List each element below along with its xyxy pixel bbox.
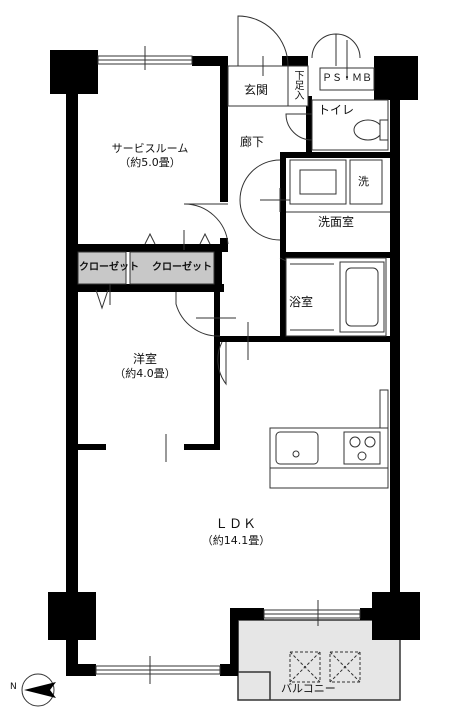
compass-label: N — [10, 682, 17, 692]
entrance-label: 玄関 — [244, 83, 269, 97]
ldk-label: ＬＤＫ — [214, 517, 258, 532]
washer-label: 洗 — [358, 175, 369, 188]
bathroom-label: 浴室 — [289, 295, 314, 309]
compass-icon — [21, 673, 56, 707]
hallway-label: 廊下 — [240, 135, 265, 149]
kitchen-counter — [269, 427, 389, 489]
service-room-size: （約5.0畳） — [119, 156, 181, 169]
washroom-label: 洗面室 — [318, 215, 355, 229]
closet-1-label: クローゼット — [79, 262, 139, 273]
ps-mb-label: ＰＳ・ＭＢ — [322, 73, 372, 84]
outer-walls — [48, 50, 420, 676]
shoe-box-label: 下足入 — [292, 70, 303, 100]
closets — [77, 251, 215, 285]
ldk-size: （約14.1畳） — [201, 534, 271, 547]
toilet-label: トイレ — [318, 103, 355, 117]
entrance-area — [227, 15, 389, 151]
interior-walls — [78, 60, 390, 450]
western-room-label: 洋室 — [132, 352, 158, 366]
western-room-size: （約4.0畳） — [114, 367, 176, 380]
balcony-label: バルコニー — [281, 682, 336, 695]
service-room-label: サービスルーム — [111, 142, 189, 155]
closet-2-label: クローゼット — [152, 262, 212, 273]
washroom-fixtures — [286, 159, 390, 213]
bathroom-fixtures — [285, 257, 387, 337]
